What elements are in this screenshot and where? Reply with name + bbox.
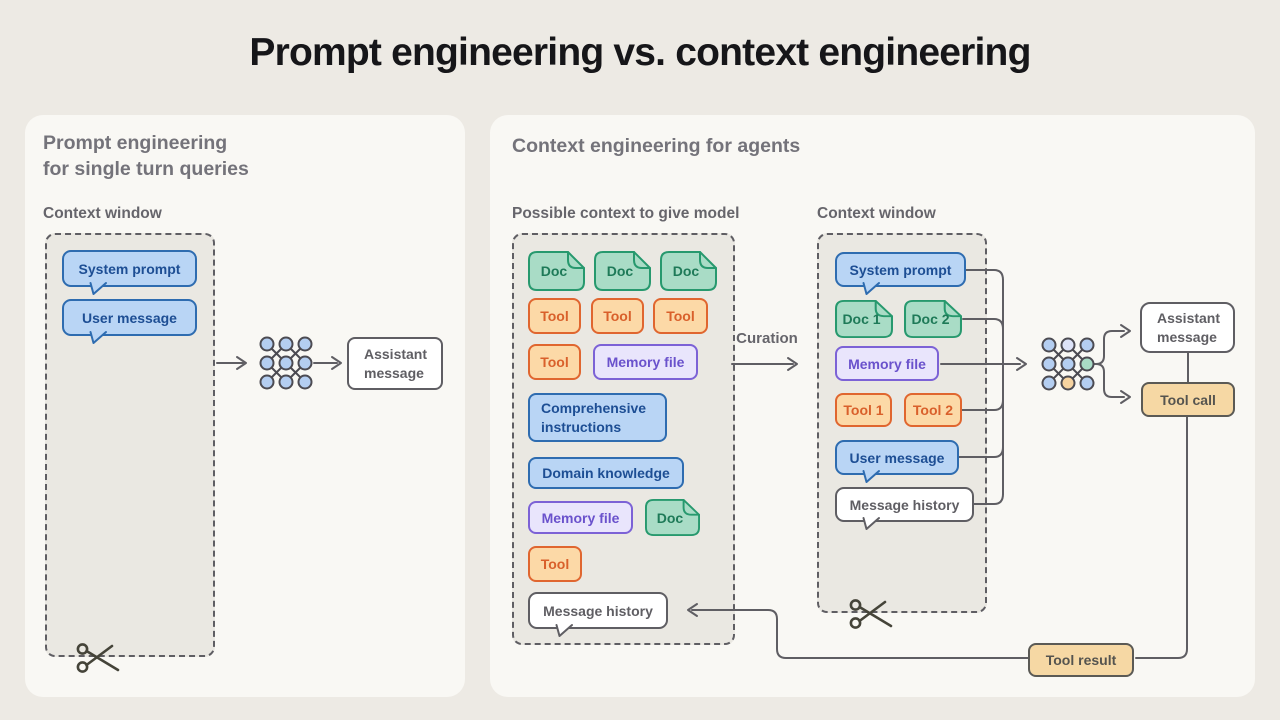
- tool-item: Tool: [528, 298, 581, 334]
- message-history-bubble: Message history: [835, 487, 974, 530]
- left-panel-heading: Prompt engineering for single turn queri…: [43, 132, 249, 180]
- tool-item: Tool 2: [904, 393, 962, 427]
- message-history-bubble: Message history: [528, 592, 668, 637]
- model-icon: [1041, 337, 1095, 391]
- tool-item: Tool 1: [835, 393, 892, 427]
- domain-knowledge-item: Domain knowledge: [528, 457, 684, 489]
- doc-item: Doc 1: [835, 300, 893, 338]
- speech-tail: [89, 331, 107, 344]
- user-message-bubble: User message: [835, 440, 959, 483]
- assistant-message-box: Assistant message: [1140, 302, 1235, 353]
- right-panel-heading: Context engineering for agents: [512, 135, 801, 157]
- doc-item: Doc: [528, 251, 585, 291]
- comprehensive-instructions-item: Comprehensive instructions: [528, 393, 667, 442]
- doc-item: Doc: [645, 499, 700, 536]
- memory-file-item: Memory file: [593, 344, 698, 380]
- tool-item: Tool: [591, 298, 644, 334]
- tool-item: Tool: [528, 344, 581, 380]
- memory-file-item: Memory file: [835, 346, 939, 381]
- speech-tail: [555, 624, 573, 637]
- scissors-icon: [849, 599, 893, 629]
- speech-tail: [862, 470, 880, 483]
- tool-call-box: Tool call: [1141, 382, 1235, 417]
- doc-item: Doc 2: [904, 300, 962, 338]
- speech-tail: [89, 282, 107, 295]
- possible-context-label: Possible context to give model: [512, 205, 740, 222]
- doc-item: Doc: [660, 251, 717, 291]
- scissors-icon: [76, 643, 120, 673]
- tool-item: Tool: [528, 546, 582, 582]
- speech-tail: [862, 517, 880, 530]
- assistant-message-box: Assistant message: [347, 337, 443, 390]
- tool-result-box: Tool result: [1028, 643, 1134, 677]
- curation-label: Curation: [736, 330, 798, 347]
- doc-item: Doc: [594, 251, 651, 291]
- system-prompt-bubble: System prompt: [62, 250, 197, 295]
- page-title: Prompt engineering vs. context engineeri…: [249, 31, 1031, 74]
- left-context-window-label: Context window: [43, 205, 162, 222]
- speech-tail: [862, 282, 880, 295]
- right-context-window-label: Context window: [817, 205, 936, 222]
- model-icon: [259, 336, 313, 390]
- system-prompt-bubble: System prompt: [835, 252, 966, 295]
- tool-item: Tool: [653, 298, 708, 334]
- memory-file-item: Memory file: [528, 501, 633, 534]
- user-message-bubble: User message: [62, 299, 197, 344]
